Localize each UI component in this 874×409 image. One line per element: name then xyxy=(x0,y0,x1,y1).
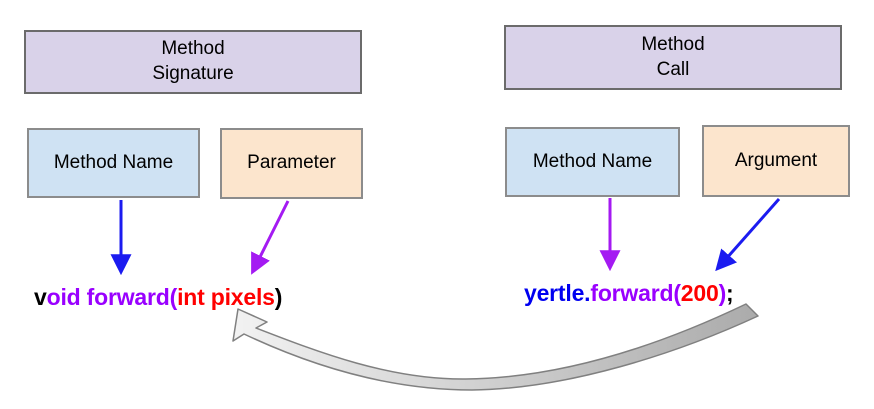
call-to-signature-curved-arrow xyxy=(232,303,759,391)
call-argument-box: Argument xyxy=(702,125,850,197)
signature-parameter-arrow xyxy=(251,200,290,275)
signature-method-name-box: Method Name xyxy=(27,128,200,198)
code-segment-purple: oid forward( xyxy=(46,284,178,310)
method-call-code: yertle.forward(200); xyxy=(524,280,734,307)
code-segment-purple: forward( xyxy=(590,280,681,306)
signature-parameter-box: Parameter xyxy=(220,128,363,199)
code-segment-red: 200 xyxy=(680,280,719,306)
method-signature-code: void forward(int pixels) xyxy=(34,284,282,311)
code-segment-purple: ) xyxy=(718,280,727,306)
call-method-name-box: Method Name xyxy=(505,127,680,197)
method-call-header-box: Method Call xyxy=(504,25,842,90)
code-segment-black: v xyxy=(34,284,47,310)
method-signature-header-box: Method Signature xyxy=(24,30,362,94)
call-argument-arrow xyxy=(715,198,781,272)
code-segment-black: ) xyxy=(274,284,283,310)
code-segment-black: ; xyxy=(726,280,734,306)
code-segment-blue: yertle. xyxy=(524,280,591,306)
code-segment-red: int pixels xyxy=(177,284,275,310)
